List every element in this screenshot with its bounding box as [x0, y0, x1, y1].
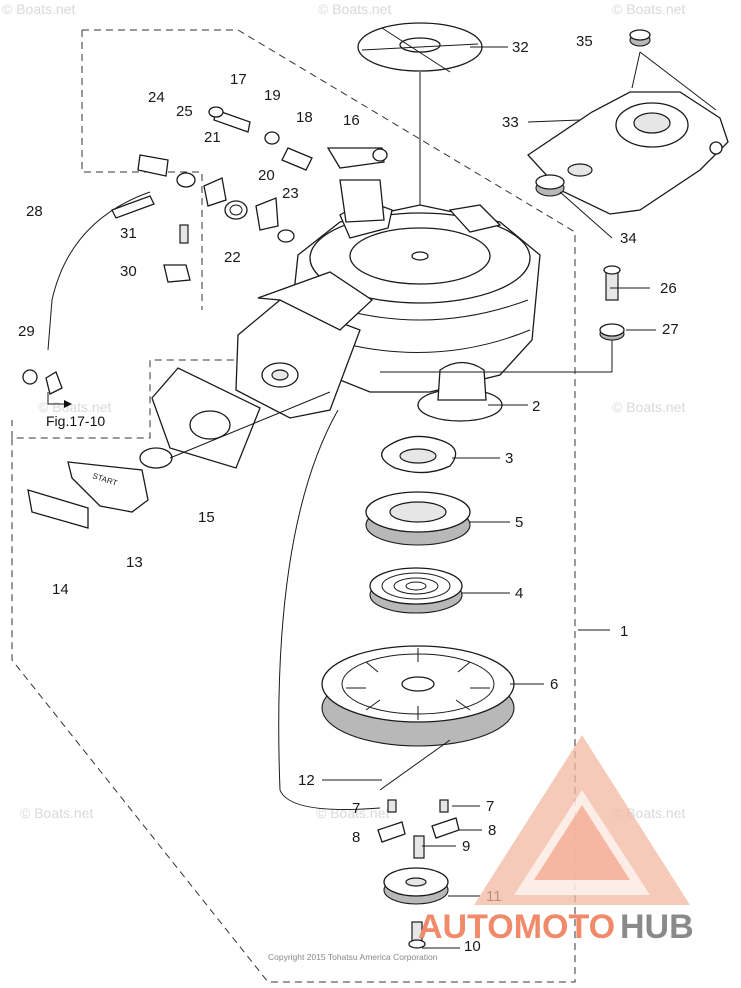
- callout-14: 14: [52, 581, 69, 598]
- watermark: © Boats.net: [318, 1, 391, 17]
- upper-left-parts: [137, 106, 388, 243]
- callout-25: 25: [176, 103, 193, 120]
- callout-21: 21: [204, 129, 221, 146]
- callout-22: 22: [224, 249, 241, 266]
- part-35-grommet: [629, 29, 651, 47]
- callout-7a: 7: [352, 800, 360, 817]
- callout-28: 28: [26, 203, 43, 220]
- part-3-plate: [381, 435, 457, 474]
- callout-5: 5: [515, 514, 523, 531]
- part-10-bolt: [408, 921, 426, 949]
- callout-4: 4: [515, 585, 523, 602]
- rope-guide: [235, 271, 374, 419]
- part-32-disc: [357, 22, 483, 258]
- part-6-reel: [321, 645, 515, 747]
- callout-31: 31: [120, 225, 137, 242]
- callout-8b: 8: [488, 822, 496, 839]
- callout-30: 30: [120, 263, 137, 280]
- callout-16: 16: [343, 112, 360, 129]
- callout-15: 15: [198, 509, 215, 526]
- watermark: © Boats.net: [612, 1, 685, 17]
- callout-1: 1: [620, 623, 628, 640]
- cable-parts: [22, 191, 191, 395]
- logo-text-automoto: AUTOMOTO: [418, 908, 615, 946]
- part-33-cover: [527, 91, 729, 215]
- automotohub-logo: AUTOMOTO HUB: [418, 735, 694, 946]
- callout-7b: 7: [486, 798, 494, 815]
- callout-3: 3: [505, 450, 513, 467]
- callout-24: 24: [148, 89, 165, 106]
- part-13-handle: START: [67, 447, 173, 513]
- watermark: © Boats.net: [2, 1, 75, 17]
- callout-29: 29: [18, 323, 35, 340]
- callout-35: 35: [576, 33, 593, 50]
- part-4-spring: [369, 567, 463, 614]
- copyright-text: Copyright 2015 Tohatsu America Corporati…: [268, 952, 438, 962]
- callout-26: 26: [660, 280, 677, 297]
- callout-13: 13: [126, 554, 143, 571]
- callout-23: 23: [282, 185, 299, 202]
- callout-19: 19: [264, 87, 281, 104]
- callout-20: 20: [258, 167, 275, 184]
- callout-6: 6: [550, 676, 558, 693]
- watermark: © Boats.net: [38, 399, 111, 415]
- parts-26-27: [599, 265, 625, 341]
- watermark: © Boats.net: [20, 805, 93, 821]
- callout-34: 34: [620, 230, 637, 247]
- small-parts: [377, 799, 460, 859]
- part-14-insert: [27, 489, 89, 529]
- assembly-boundary: [11, 29, 576, 983]
- part-11-pulley: [383, 867, 449, 905]
- part-5-ring: [365, 491, 471, 546]
- subassembly-boundary: [11, 171, 203, 438]
- callout-18: 18: [296, 109, 313, 126]
- callout-27: 27: [662, 321, 679, 338]
- callout-8a: 8: [352, 829, 360, 846]
- part-34-grommet: [535, 174, 565, 197]
- callout-33: 33: [502, 114, 519, 131]
- callout-2: 2: [532, 398, 540, 415]
- part-12-rope: [379, 739, 451, 791]
- figure-ref: Fig.17-10: [46, 392, 105, 429]
- callout-32: 32: [512, 39, 529, 56]
- callout-12: 12: [298, 772, 315, 789]
- watermark: © Boats.net: [612, 399, 685, 415]
- rope: [169, 391, 331, 459]
- figure-ref-label: Fig.17-10: [46, 413, 105, 429]
- callout-10: 10: [464, 938, 481, 955]
- leader-lines: [278, 46, 717, 949]
- callout-9: 9: [462, 838, 470, 855]
- callout-17: 17: [230, 71, 247, 88]
- part-15-plate: [151, 367, 261, 469]
- logo-text-hub: HUB: [620, 908, 694, 946]
- callouts: 1 2 3 4 5 6 7 7 8 8 10 11 9 12 13 14 15 …: [18, 33, 679, 955]
